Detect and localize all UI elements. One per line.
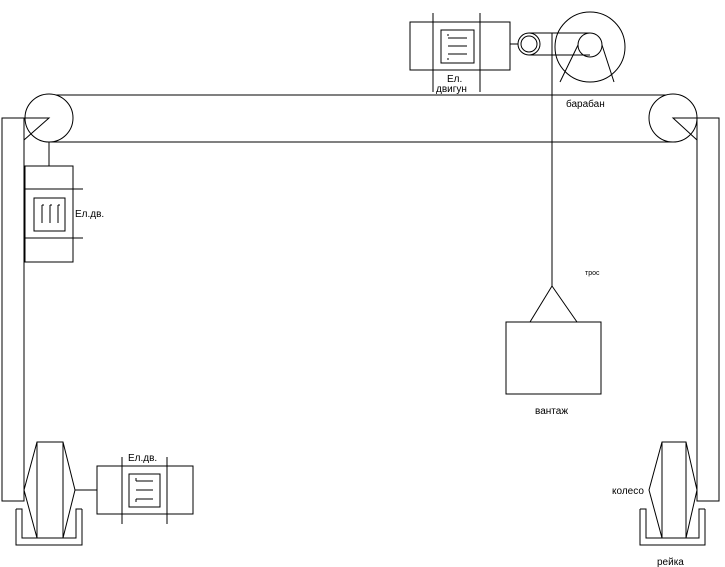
left-motor [24,142,83,263]
bottom-motor-label: Ел.дв. [128,453,157,464]
load-label: вантаж [535,406,568,417]
rail-label: рейка [657,557,684,567]
load-box [505,321,602,395]
left-wheel [15,441,97,546]
rope-label: трос [585,270,600,277]
drum [529,11,626,286]
bridge-girder [49,94,673,143]
hook [529,285,578,323]
top-motor [409,13,518,92]
top-motor-label-line1: Ел. [447,74,462,85]
bottom-motor [96,457,194,524]
right-leg [671,117,720,502]
top-motor-label-line2: двигун [436,84,467,95]
right-wheel [639,441,706,546]
left-motor-label: Ел.дв. [75,209,104,220]
left-leg [1,117,51,502]
wheel-label: колесо [612,486,644,497]
drum-label: барабан [566,98,605,110]
